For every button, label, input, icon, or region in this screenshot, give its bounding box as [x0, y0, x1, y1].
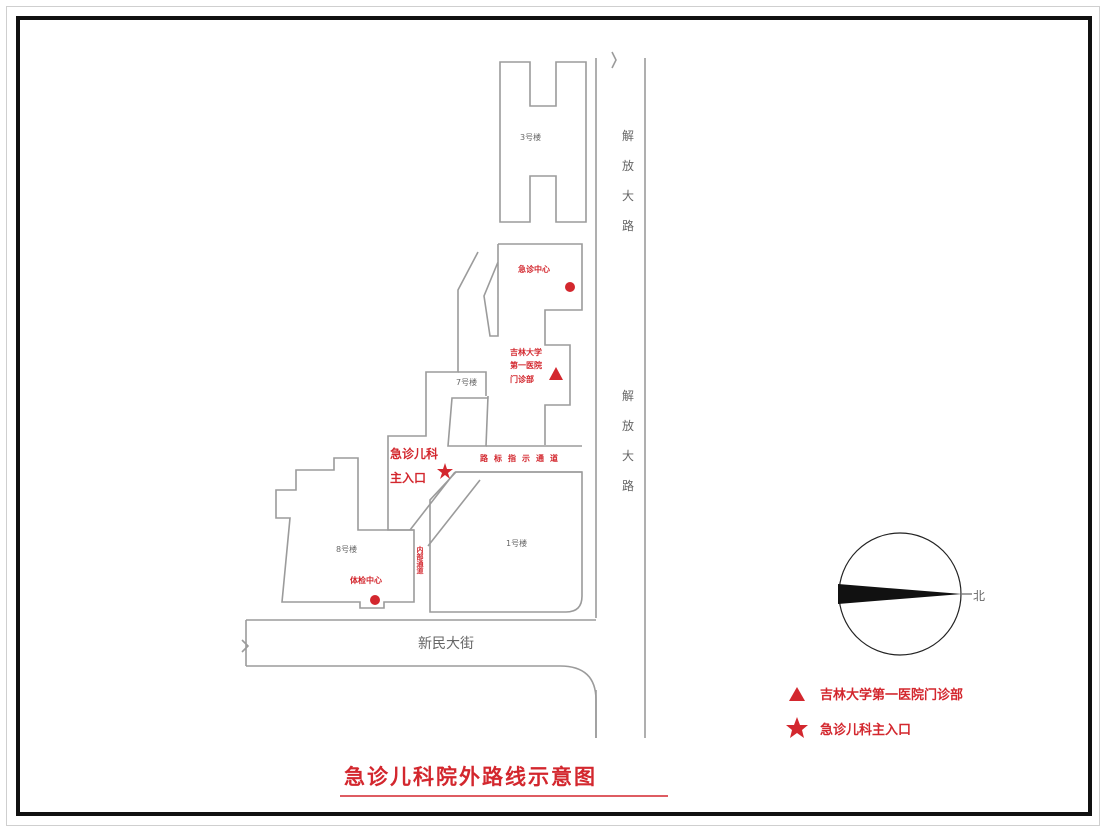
- south-road: [241, 619, 597, 738]
- east-road-char-3: 大: [622, 189, 634, 203]
- physical-center-label: 体检中心: [350, 575, 382, 585]
- compass-north-label: 北: [973, 589, 985, 603]
- legend-outpatient-label: 吉林大学第一医院门诊部: [820, 687, 963, 703]
- outpatient-label-1: 吉林大学: [510, 347, 542, 357]
- outpatient-triangle-icon: [549, 367, 563, 380]
- east-road-char-1: 解: [622, 129, 634, 143]
- legend: 吉林大学第一医院门诊部 急诊儿科主入口: [786, 687, 963, 738]
- east-road-label-lower: 解 放 大 路: [622, 389, 634, 493]
- outer-frame: [6, 6, 1100, 826]
- building-3: [499, 61, 587, 223]
- east-road-char-2: 放: [622, 158, 634, 173]
- building-8-label: 8号楼: [336, 544, 357, 554]
- east-road-lower-char-4: 路: [622, 478, 634, 493]
- inner-road-label: 路标指示通道: [480, 453, 564, 463]
- outpatient-building: [498, 243, 583, 445]
- map-title: 急诊儿科院外路线示意图: [344, 765, 597, 789]
- legend-entrance-label: 急诊儿科主入口: [820, 722, 911, 738]
- building-3-label: 3号楼: [520, 132, 541, 142]
- emergency-entrance-star-icon: [437, 463, 453, 479]
- building-7-label: 7号楼: [456, 377, 477, 387]
- east-road-lower-char-1: 解: [622, 389, 634, 403]
- inner-vertical-label: 内部通道: [416, 545, 425, 575]
- outpatient-label-3: 门诊部: [510, 374, 534, 384]
- building-8: [275, 457, 415, 609]
- emergency-center-label: 急诊中心: [518, 264, 550, 274]
- building-7: [387, 251, 479, 531]
- east-road-lower-char-3: 大: [622, 449, 634, 463]
- building-1: [429, 471, 583, 613]
- east-road-lower-char-2: 放: [622, 418, 634, 433]
- physical-center-dot-icon: [370, 595, 380, 605]
- south-road-label: 新民大街: [418, 636, 474, 652]
- legend-star-icon: [786, 717, 808, 738]
- east-road-label-upper: 解 放 大 路: [622, 129, 634, 233]
- compass: 北: [838, 532, 985, 656]
- outpatient-label-2: 第一医院: [510, 360, 542, 370]
- building-connector: [483, 244, 499, 337]
- building-1-label: 1号楼: [506, 538, 527, 548]
- east-road: [595, 51, 646, 738]
- map-frame: [16, 16, 1092, 816]
- emergency-entrance-label-1: 急诊儿科: [390, 446, 438, 461]
- legend-triangle-icon: [789, 687, 805, 701]
- emergency-entrance-label-2: 主入口: [390, 470, 426, 485]
- emergency-center-dot-icon: [565, 282, 575, 292]
- building-7-wing: [447, 395, 489, 447]
- east-road-char-4: 路: [622, 218, 634, 233]
- compass-needle-icon: [838, 584, 962, 604]
